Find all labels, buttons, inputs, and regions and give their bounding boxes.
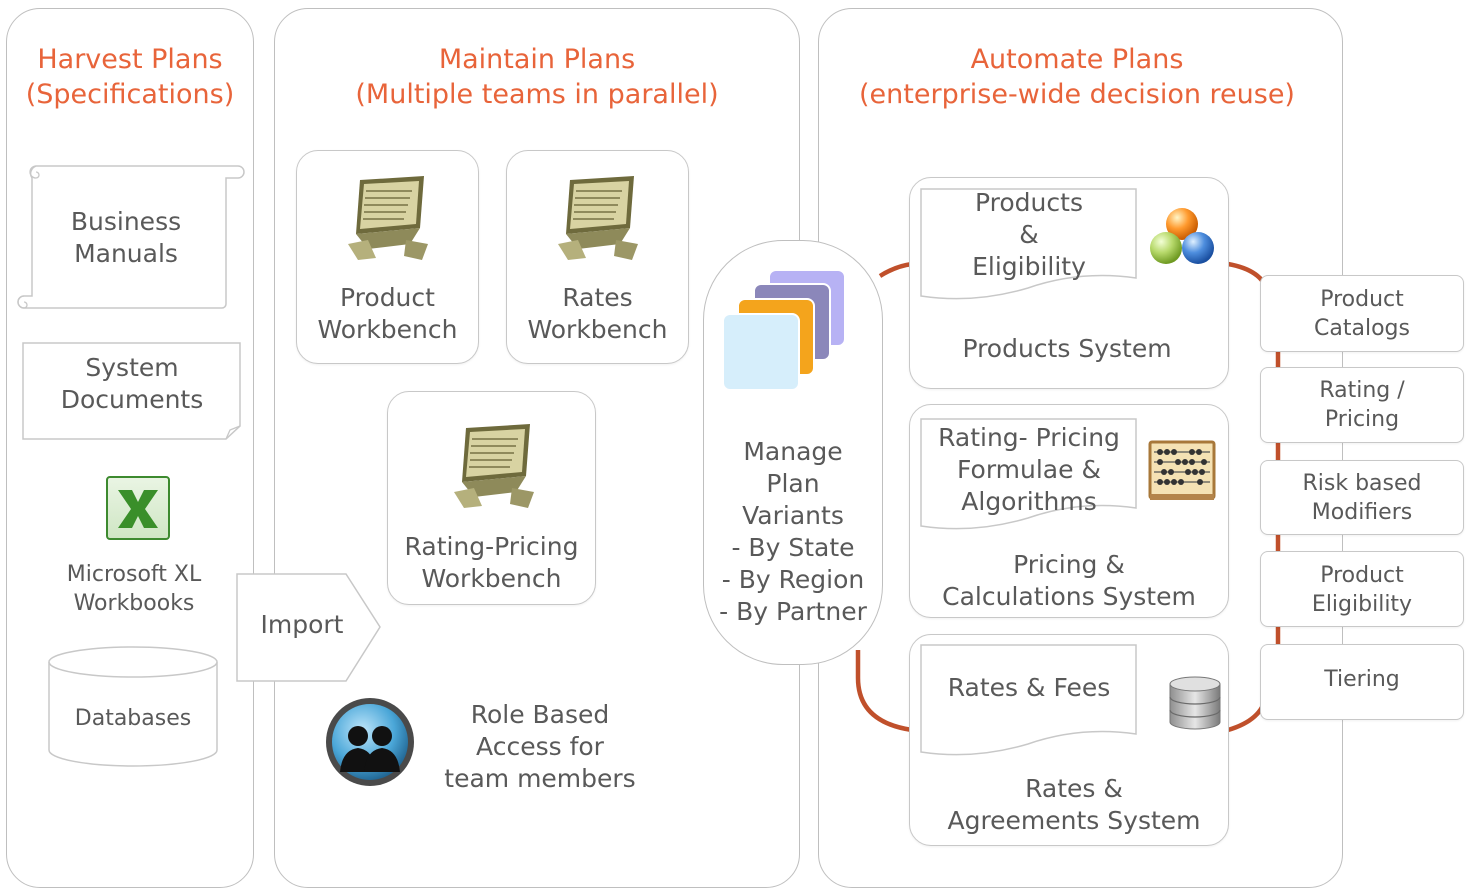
scroll-document-icon <box>17 165 245 309</box>
workbench-monitor-icon <box>558 176 638 260</box>
excel-icon <box>106 476 170 540</box>
rates-document-shape <box>920 644 1137 756</box>
products-system-label: Products System <box>962 334 1172 363</box>
folded-document-icon <box>22 342 241 440</box>
automate-plans-title: Automate Plans(enterprise-wide decision … <box>859 44 1295 110</box>
abacus-icon <box>1148 440 1216 500</box>
import-arrow-icon <box>236 573 381 682</box>
maintain-plans-title: Maintain Plans(Multiple teams in paralle… <box>355 44 719 110</box>
pricing-calculations-system-label: Pricing &Calculations System <box>942 550 1196 611</box>
harvest-plans-title: Harvest Plans(Specifications) <box>25 44 235 110</box>
stacked-layers-icon <box>722 269 846 391</box>
rates-fees-doc-label: Rates & Fees <box>947 673 1111 702</box>
databases-label: Databases <box>74 706 192 731</box>
pricing-document-shape <box>920 418 1137 530</box>
team-members-icon <box>326 698 414 786</box>
connector-lines <box>855 261 1281 733</box>
products-document-shape <box>920 188 1137 300</box>
products-eligibility-doc-label: Products&Eligibility <box>972 188 1086 281</box>
workbench-monitor-icon <box>454 424 534 508</box>
database-stack-icon <box>1169 676 1221 730</box>
side-item-tiering[interactable]: Tiering <box>1260 644 1464 720</box>
workbench-monitor-icon <box>348 176 428 260</box>
colored-spheres-icon <box>1150 208 1214 264</box>
side-item-rating-pricing[interactable]: Rating /Pricing <box>1260 367 1464 443</box>
rates-agreements-system-label: Rates &Agreements System <box>947 774 1201 835</box>
database-cylinder-icon <box>48 646 218 767</box>
import-label: Import <box>260 610 344 639</box>
